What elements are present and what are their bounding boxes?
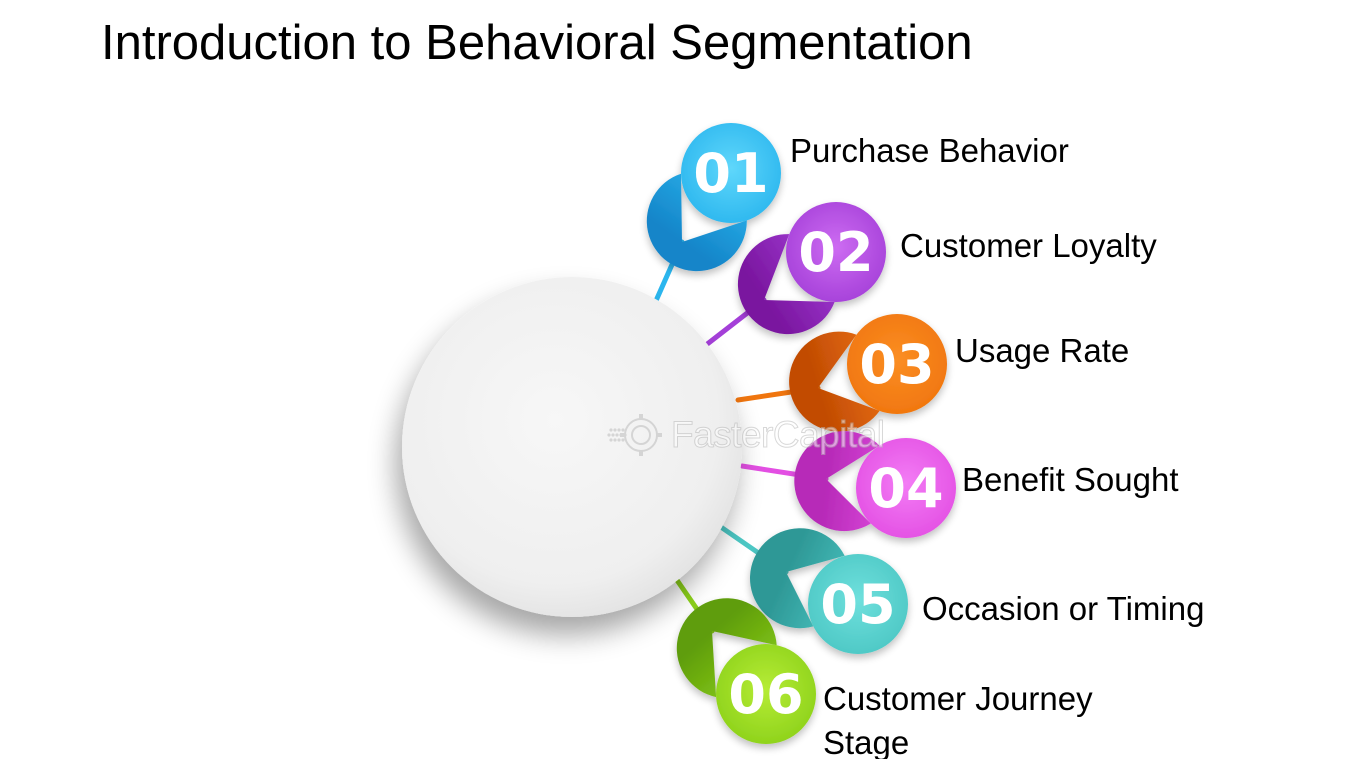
pin-2: 02 (737, 202, 886, 335)
pin-3: 03 (789, 314, 947, 432)
item-label-2: Customer Loyalty (900, 227, 1157, 264)
pin-number-5: 05 (820, 573, 895, 636)
pin-tip-4 (856, 438, 956, 538)
item-label-4: Benefit Sought (962, 461, 1179, 498)
pin-1: 01 (646, 123, 781, 272)
pin-body-5 (749, 528, 845, 629)
pin-tip-1 (681, 123, 781, 223)
pin-number-4: 04 (868, 457, 943, 520)
pin-body-6 (676, 598, 777, 698)
pin-body-2 (737, 234, 835, 335)
pin-tip-6 (716, 644, 816, 744)
pin-body-1 (646, 173, 747, 272)
pin-number-1: 01 (693, 142, 768, 205)
page-title: Introduction to Behavioral Segmentation (101, 16, 973, 70)
watermark-text: FasterCapital (671, 414, 886, 456)
gear-icon (607, 414, 662, 456)
pin-4: 04 (794, 431, 956, 538)
pin-6: 06 (676, 598, 816, 744)
pin-tip-5 (808, 554, 908, 654)
item-label-3: Usage Rate (955, 332, 1130, 369)
pin-body-3 (789, 331, 880, 432)
item-label-1: Purchase Behavior (790, 132, 1069, 169)
watermark: FasterCapital (605, 410, 886, 460)
item-label-5: Occasion or Timing (922, 590, 1205, 627)
pin-body-4 (794, 431, 880, 532)
pin-number-2: 02 (798, 221, 873, 284)
pin-tip-3 (847, 314, 947, 414)
pin-tip-2 (786, 202, 886, 302)
item-label-6: Customer Journey Stage (823, 680, 1093, 759)
hub-circle (402, 277, 742, 617)
pin-number-6: 06 (728, 663, 803, 726)
pin-number-3: 03 (859, 333, 934, 396)
pin-5: 05 (749, 528, 908, 654)
